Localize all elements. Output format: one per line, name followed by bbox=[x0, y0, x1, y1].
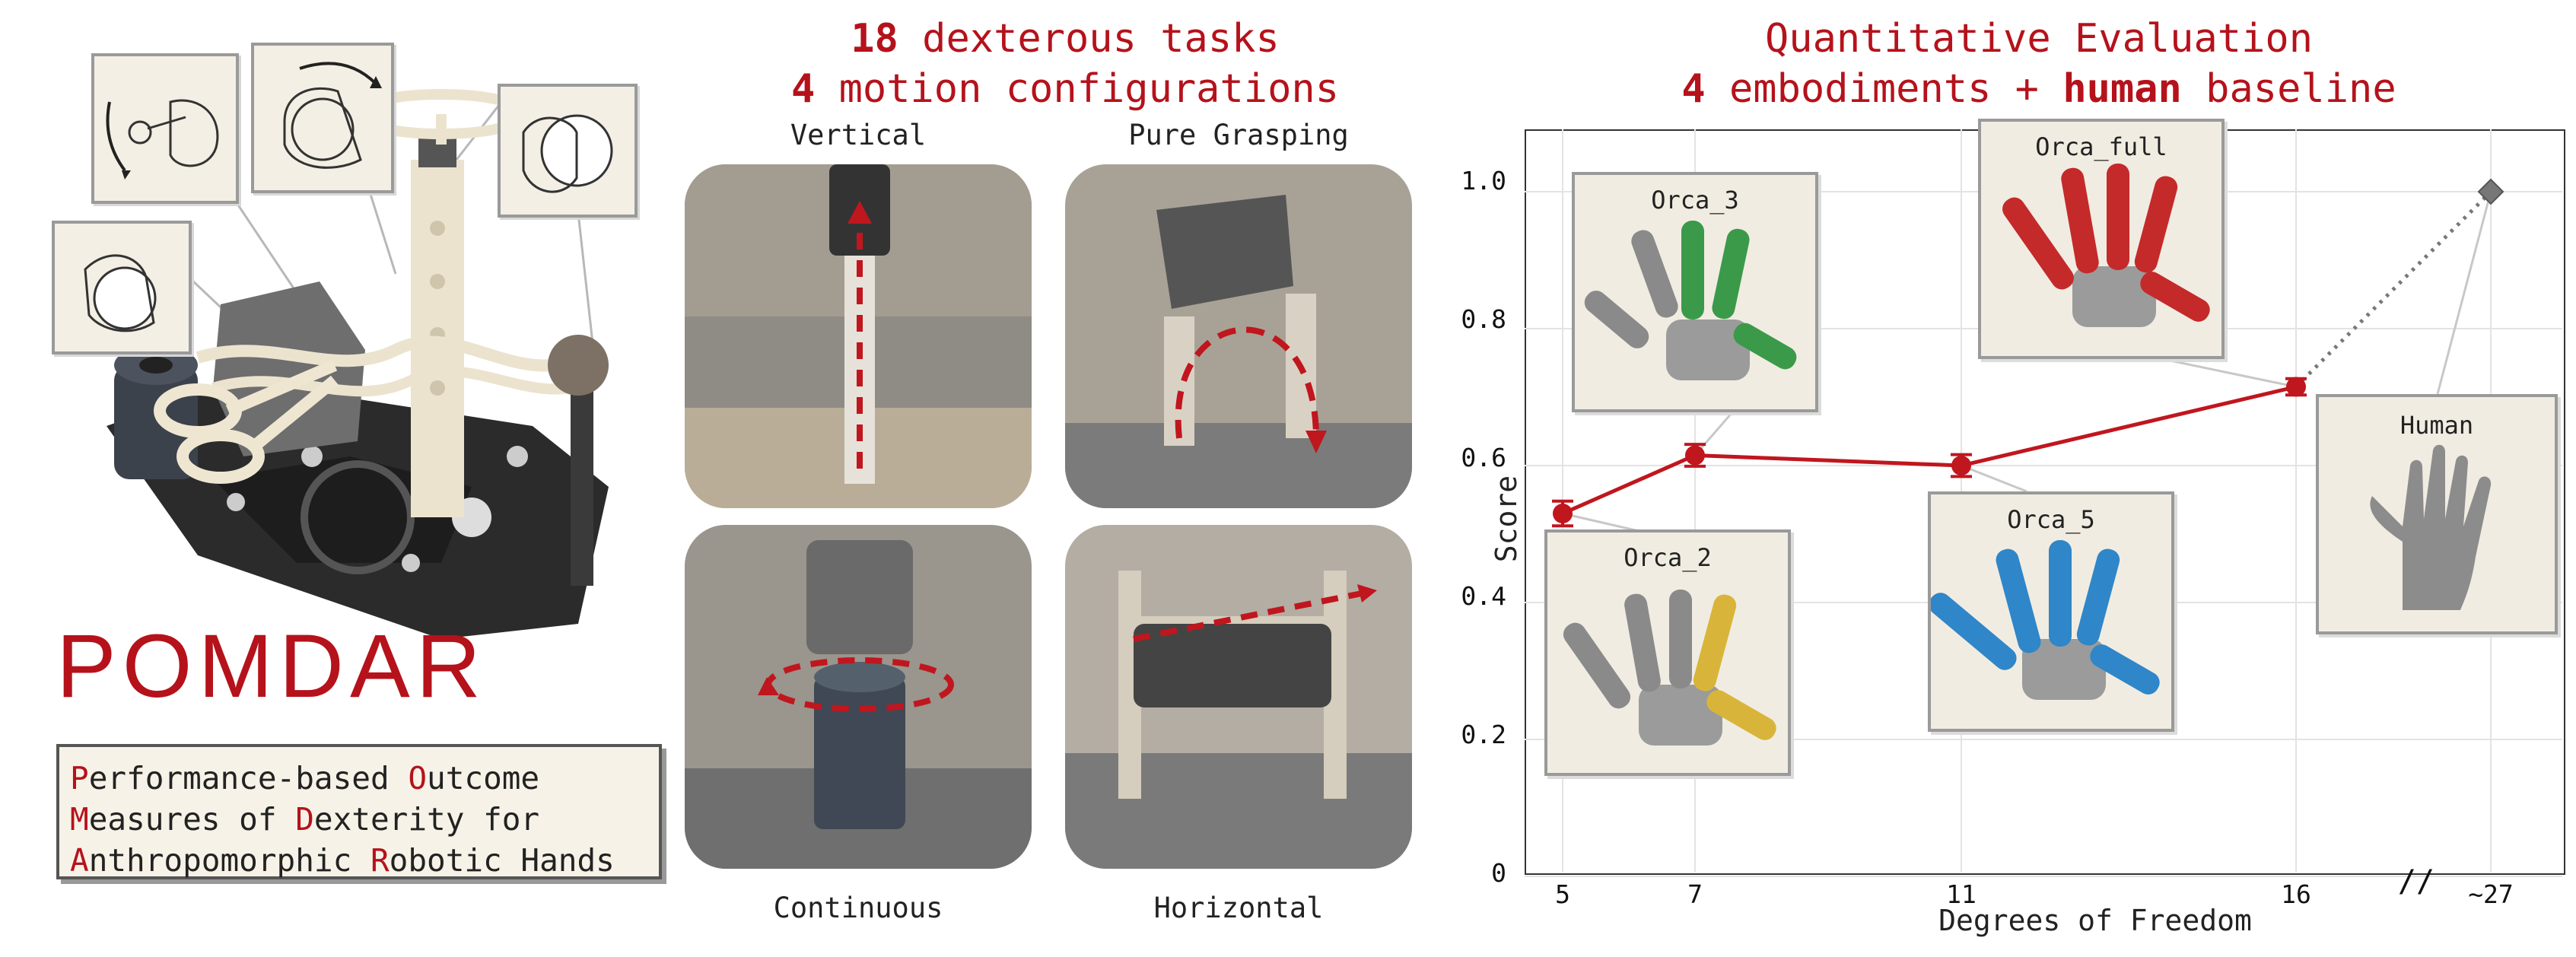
config-label-horizontal: Horizontal bbox=[1153, 892, 1324, 924]
x-tick-label: 7 bbox=[1687, 879, 1703, 909]
vertical-scene bbox=[685, 164, 1032, 508]
config-label-continuous: Continuous bbox=[773, 892, 943, 924]
x-tick-label: ~27 bbox=[2468, 879, 2514, 909]
acronym-letter: O bbox=[408, 760, 428, 796]
tasks-heading-line1: 18 dexterous tasks bbox=[685, 14, 1445, 64]
x-axis-break-symbol: // bbox=[2397, 864, 2435, 899]
acronym-letter: D bbox=[295, 801, 314, 838]
x-tick-label: 5 bbox=[1555, 879, 1570, 909]
human-hand-icon bbox=[2370, 444, 2492, 610]
callout-sphere-grasp bbox=[498, 84, 638, 218]
config-label-vertical: Vertical bbox=[790, 119, 927, 151]
series-line bbox=[1561, 385, 2297, 516]
acronym-text: erformance-based bbox=[88, 760, 409, 796]
eval-heading-mid: embodiments + bbox=[1729, 66, 2039, 112]
eval-heading-line2: 4 embodiments + human baseline bbox=[1560, 64, 2518, 114]
acronym-line: Anthropomorphic Robotic Hands bbox=[70, 840, 659, 881]
robot-hand-icon bbox=[1563, 590, 1776, 746]
eval-heading-rest: baseline bbox=[2206, 66, 2396, 112]
hand-card-orca-full: Orca_full bbox=[1978, 119, 2225, 359]
acronym-text: nthropomorphic bbox=[88, 842, 370, 879]
y-tick-label: 0.6 bbox=[1461, 443, 1506, 472]
data-point-marker bbox=[1951, 456, 1971, 475]
annotation-connector bbox=[2436, 191, 2492, 395]
hand-rotate-sketch-icon bbox=[283, 62, 382, 169]
pomdar-rig-illustration bbox=[46, 30, 700, 700]
hand-card-label: Orca_2 bbox=[1624, 543, 1712, 572]
hand-ball-sketch-icon bbox=[84, 254, 157, 332]
robot-hand-icon bbox=[1584, 221, 1797, 380]
data-point-marker bbox=[1553, 504, 1573, 523]
acronym-letter: R bbox=[370, 842, 390, 879]
acronym-text: exterity for bbox=[313, 801, 540, 838]
y-tick-label: 0.2 bbox=[1461, 720, 1506, 749]
rig-drawing bbox=[107, 89, 609, 639]
acronym-expansion-box: Performance-based Outcome Measures of De… bbox=[56, 744, 662, 879]
embodiment-count: 4 bbox=[1681, 66, 1706, 112]
callout-ball-grasp bbox=[52, 221, 192, 355]
hand-card-orca-5: Orca_5 bbox=[1928, 491, 2174, 732]
y-tick-label: 0.4 bbox=[1461, 581, 1506, 611]
acronym-text: obotic Hands bbox=[389, 842, 615, 879]
annotation-connector bbox=[2140, 353, 2297, 388]
config-heading-text: motion configurations bbox=[838, 66, 1340, 112]
acronym-line: Measures of Dexterity for bbox=[70, 799, 659, 840]
x-tick-label: 16 bbox=[2281, 879, 2311, 909]
callout-scissors-use bbox=[91, 53, 239, 204]
human-baseline-marker bbox=[2477, 178, 2504, 205]
hand-sphere-sketch-icon bbox=[522, 114, 613, 193]
eval-heading-human: human bbox=[2062, 66, 2182, 112]
annotation-connector bbox=[1562, 512, 1639, 533]
acronym-letter: M bbox=[70, 801, 89, 838]
acronym-letter: A bbox=[70, 842, 89, 879]
y-tick-label: 0.8 bbox=[1461, 304, 1506, 334]
acronym-text: utcome bbox=[427, 760, 540, 796]
photo-vertical-motion bbox=[685, 164, 1032, 508]
acronym-letter: P bbox=[70, 760, 89, 796]
eval-heading: Quantitative Evaluation 4 embodiments + … bbox=[1560, 14, 2518, 114]
data-point-marker bbox=[2286, 377, 2306, 397]
eval-heading-line1: Quantitative Evaluation bbox=[1764, 16, 2314, 62]
robot-hand-icon bbox=[1929, 540, 2160, 700]
y-tick-label: 0 bbox=[1491, 858, 1506, 888]
annotation-connector bbox=[1961, 464, 2027, 493]
config-label-pure-grasping: Pure Grasping bbox=[1128, 119, 1349, 151]
photo-continuous-motion bbox=[685, 525, 1032, 869]
acronym-line: Performance-based Outcome bbox=[70, 758, 659, 799]
robot-hand-icon bbox=[2002, 164, 2210, 327]
callout-ball-rotation bbox=[251, 43, 394, 193]
tasks-heading-line2: 4 motion configurations bbox=[685, 64, 1445, 114]
hand-card-orca-2: Orca_2 bbox=[1544, 529, 1791, 776]
photo-pure-grasping-motion bbox=[1065, 164, 1412, 508]
hand-card-label: Orca_5 bbox=[2007, 505, 2095, 534]
continuous-scene bbox=[685, 525, 1032, 869]
config-count: 4 bbox=[790, 66, 816, 112]
annotation-connector bbox=[1693, 405, 1739, 456]
data-point-marker bbox=[1685, 445, 1705, 466]
photo-horizontal-motion bbox=[1065, 525, 1412, 869]
hand-card-label: Orca_3 bbox=[1651, 186, 1739, 215]
grasping-scene bbox=[1065, 164, 1412, 508]
y-tick-label: 1.0 bbox=[1461, 166, 1506, 196]
hand-card-label: Orca_full bbox=[2035, 132, 2167, 161]
x-tick-label: 11 bbox=[1946, 879, 1977, 909]
tasks-heading: 18 dexterous tasks 4 motion configuratio… bbox=[685, 14, 1445, 114]
task-count: 18 bbox=[851, 16, 898, 62]
hand-card-orca-3: Orca_3 bbox=[1572, 172, 1818, 412]
x-axis-label: Degrees of Freedom bbox=[1938, 904, 2252, 937]
hand-card-label: Human bbox=[2399, 411, 2474, 440]
tasks-heading-text: dexterous tasks bbox=[922, 16, 1280, 62]
hand-scissors-sketch-icon bbox=[106, 99, 219, 180]
brand-title: POMDAR bbox=[56, 616, 487, 717]
acronym-text: easures of bbox=[88, 801, 296, 838]
horizontal-scene bbox=[1065, 525, 1412, 869]
hand-card-human: Human bbox=[2316, 394, 2558, 634]
human-extrapolation-line bbox=[2295, 190, 2492, 389]
